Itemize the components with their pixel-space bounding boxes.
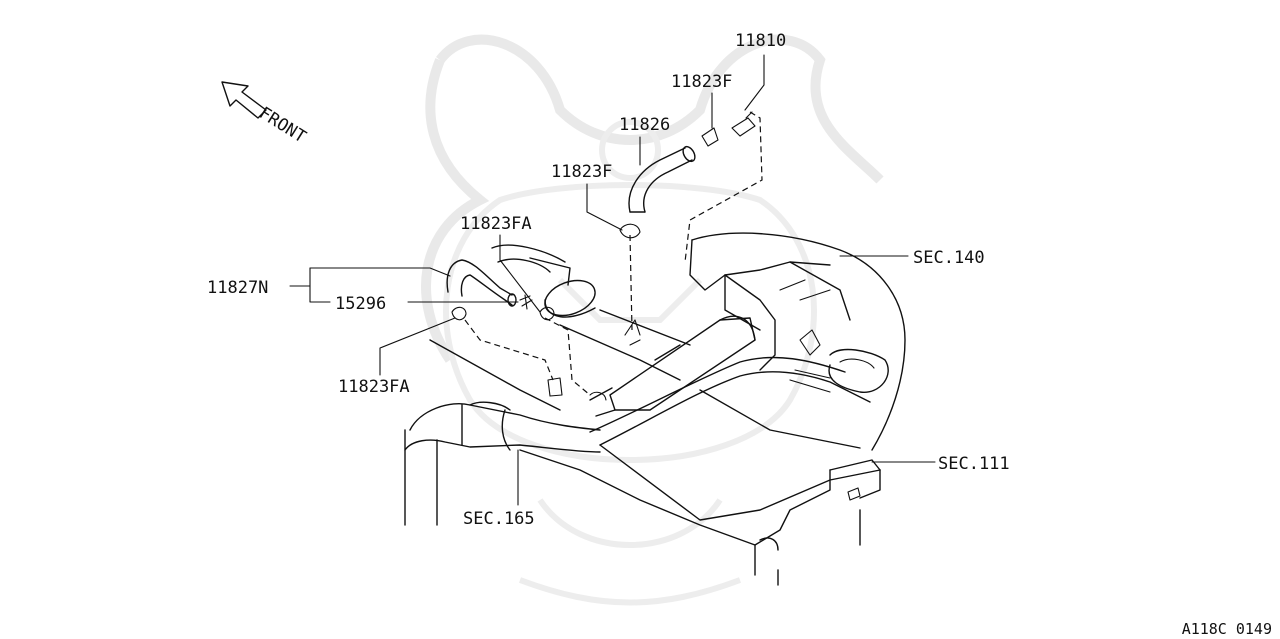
part-label-15296: 15296 <box>335 294 386 314</box>
front-label: FRONT <box>255 103 309 147</box>
routing-dashes <box>464 111 763 396</box>
leader-lines <box>289 54 936 506</box>
part-label-11827n: 11827N <box>207 278 268 298</box>
section-label-140: SEC.140 <box>913 248 985 268</box>
hoses-and-clamps <box>446 111 756 401</box>
part-label-11823f-top: 11823F <box>671 72 732 92</box>
section-label-165: SEC.165 <box>463 509 535 529</box>
part-label-11826: 11826 <box>619 115 670 135</box>
part-label-11823fa-bottom: 11823FA <box>338 377 410 397</box>
engine-outline <box>404 232 906 586</box>
reference-code: A118C 0149 <box>1182 620 1272 638</box>
part-label-11823fa-top: 11823FA <box>460 214 532 234</box>
part-label-11810: 11810 <box>735 31 786 51</box>
front-arrow <box>221 81 267 119</box>
watermark-emblem <box>421 34 884 606</box>
section-label-111: SEC.111 <box>938 454 1010 474</box>
part-label-11823f-mid: 11823F <box>551 162 612 182</box>
